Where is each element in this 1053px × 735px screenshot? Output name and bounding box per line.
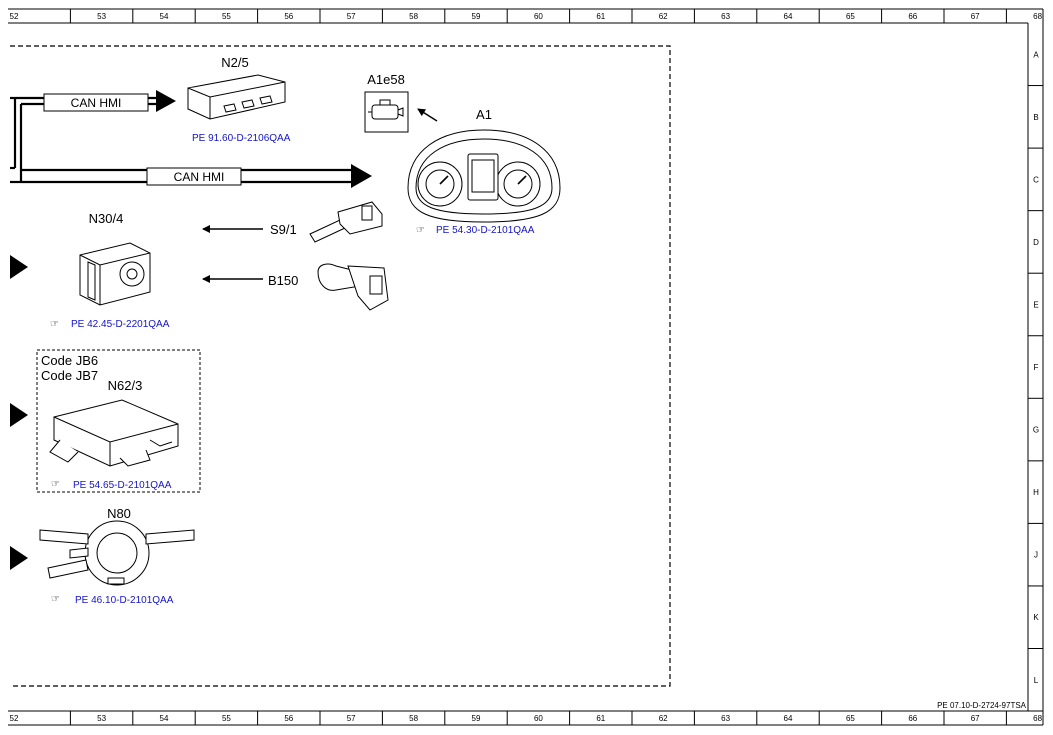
sensor-b150-drawing <box>317 263 389 311</box>
row-label: J <box>1034 551 1038 560</box>
column-label-top: 52 <box>10 12 19 21</box>
instrument-cluster-drawing <box>407 129 561 223</box>
row-label: H <box>1033 488 1039 497</box>
n80-ref-link[interactable]: PE 46.10-D-2101QAA <box>75 595 174 606</box>
column-label-top: 60 <box>534 12 543 21</box>
row-label: G <box>1033 426 1039 435</box>
n30-4-input-arrow <box>10 255 28 279</box>
column-label-bottom: 60 <box>534 714 543 723</box>
can-hmi-upper-label-box <box>43 93 149 112</box>
column-label-top: 66 <box>908 12 917 21</box>
column-label-bottom: 58 <box>409 714 418 723</box>
row-label: B <box>1033 113 1038 122</box>
n80-input-arrow <box>10 546 28 570</box>
n30-4-ref-icon[interactable]: ☞ <box>50 319 59 330</box>
column-label-top: 67 <box>971 12 980 21</box>
column-label-bottom: 67 <box>971 714 980 723</box>
n30-4-label: N30/4 <box>89 211 124 226</box>
column-label-top: 54 <box>160 12 169 21</box>
a1-label: A1 <box>476 107 492 122</box>
a1-ref-link[interactable]: PE 54.30-D-2101QAA <box>436 225 535 236</box>
column-label-bottom: 65 <box>846 714 855 723</box>
a1e58-label: A1e58 <box>367 72 405 87</box>
column-label-top: 57 <box>347 12 356 21</box>
column-label-top: 58 <box>409 12 418 21</box>
column-label-top: 68 <box>1033 12 1042 21</box>
column-label-bottom: 55 <box>222 714 231 723</box>
can-hmi-upper-label: CAN HMI <box>71 96 122 110</box>
column-label-bottom: 63 <box>721 714 730 723</box>
column-label-top: 64 <box>784 12 793 21</box>
n62-3-code-jb7: Code JB7 <box>41 368 98 383</box>
column-label-bottom: 64 <box>784 714 793 723</box>
column-label-top: 65 <box>846 12 855 21</box>
column-label-bottom: 59 <box>472 714 481 723</box>
column-ruler-top: 52 53 54 55 56 57 58 59 60 61 62 63 64 65 66 67 68 <box>10 9 1043 23</box>
column-label-bottom: 53 <box>97 714 106 723</box>
can-hmi-lower-label: CAN HMI <box>174 170 225 184</box>
row-label: L <box>1034 676 1039 685</box>
row-label: A <box>1033 50 1039 59</box>
n62-3-ref-icon[interactable]: ☞ <box>51 479 60 490</box>
n2-5-label: N2/5 <box>221 55 248 70</box>
row-ruler-right: A B C D E F G H J K L <box>1028 50 1043 685</box>
n30-4-ref-link[interactable]: PE 42.45-D-2201QAA <box>71 319 170 330</box>
column-label-bottom: 61 <box>596 714 605 723</box>
column-label-bottom: 66 <box>908 714 917 723</box>
n80-label: N80 <box>107 506 131 521</box>
check-engine-lamp-icon <box>364 91 409 133</box>
column-label-bottom: 57 <box>347 714 356 723</box>
document-id: PE 07.10-D-2724-97TSA <box>937 701 1027 710</box>
column-label-top: 53 <box>97 12 106 21</box>
component-boundary <box>10 45 671 687</box>
can-hmi-lower-label-box <box>146 167 242 186</box>
b150-label: B150 <box>268 273 298 288</box>
column-label-bottom: 52 <box>10 714 19 723</box>
column-label-bottom: 68 <box>1033 714 1042 723</box>
steering-column-module-drawing <box>39 520 195 586</box>
n62-3-code-jb6: Code JB6 <box>41 353 98 368</box>
column-label-top: 55 <box>222 12 231 21</box>
n62-3-option-boundary <box>36 349 201 493</box>
row-label: C <box>1033 175 1039 184</box>
column-label-top: 56 <box>284 12 293 21</box>
n62-3-ref-link[interactable]: PE 54.65-D-2101QAA <box>73 480 172 491</box>
abs-control-unit-drawing <box>79 242 151 306</box>
s9-1-label: S9/1 <box>270 222 297 237</box>
a1e58-pointer-arrow <box>417 108 438 122</box>
n2-5-ref-link[interactable]: PE 91.60-D-2106QAA <box>192 133 291 144</box>
column-label-bottom: 54 <box>160 714 169 723</box>
n62-3-label: N62/3 <box>108 378 143 393</box>
brake-light-switch-drawing <box>309 201 383 243</box>
column-label-bottom: 62 <box>659 714 668 723</box>
sheet-frame <box>8 8 1044 726</box>
row-label: E <box>1033 300 1038 309</box>
column-label-top: 63 <box>721 12 730 21</box>
row-label: K <box>1033 613 1039 622</box>
column-ruler-bottom: 52 53 54 55 56 57 58 59 60 61 62 63 64 65 66 67 68 <box>10 711 1043 725</box>
n80-ref-icon[interactable]: ☞ <box>51 594 60 605</box>
column-label-bottom: 56 <box>284 714 293 723</box>
row-label: D <box>1033 238 1039 247</box>
row-label: F <box>1034 363 1039 372</box>
n2-5-module-drawing <box>187 74 286 120</box>
column-label-top: 61 <box>596 12 605 21</box>
column-label-top: 59 <box>472 12 481 21</box>
column-label-top: 62 <box>659 12 668 21</box>
a1-ref-icon[interactable]: ☞ <box>416 225 425 236</box>
n62-3-input-arrow <box>10 403 28 427</box>
parktronic-control-unit-drawing <box>49 399 179 467</box>
